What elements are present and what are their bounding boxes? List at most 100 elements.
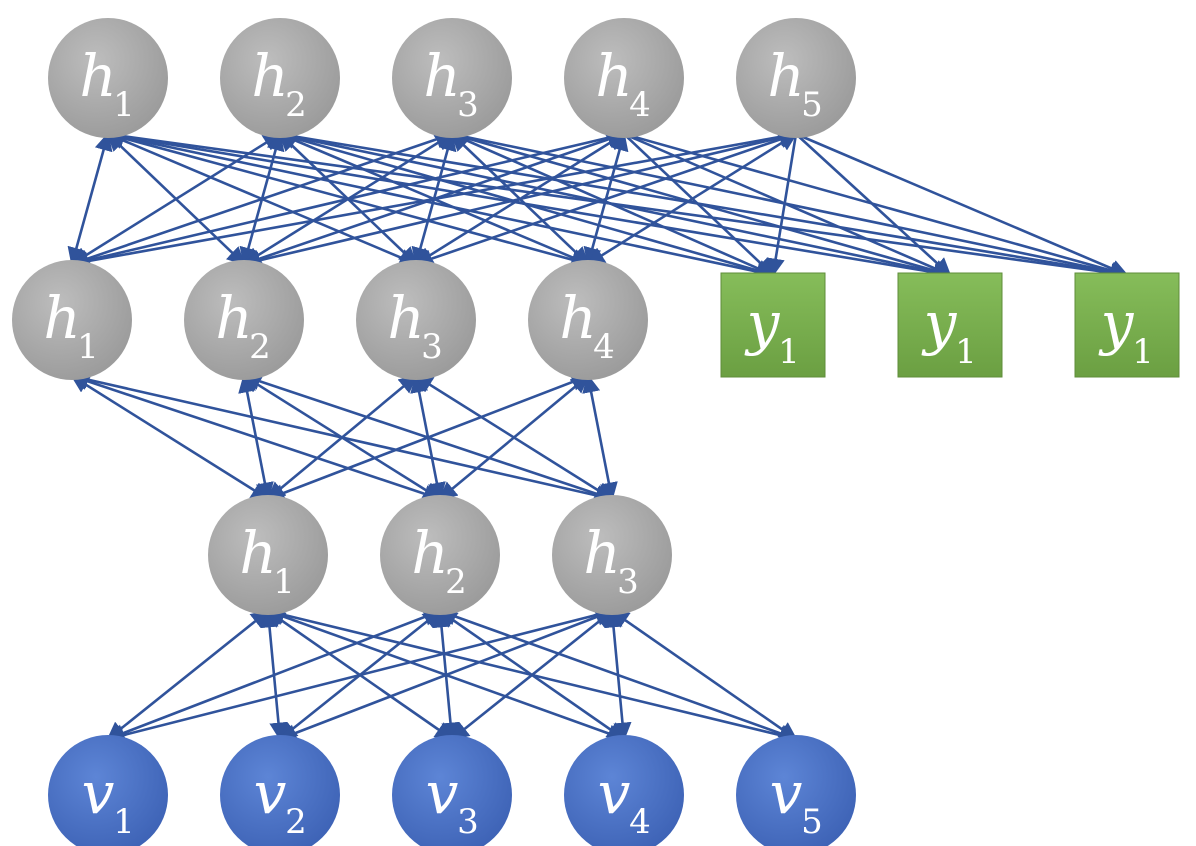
edge-h3_1-y_a xyxy=(107,132,775,281)
node-h2_2-circle xyxy=(184,260,304,380)
node-h3_3: h3 xyxy=(392,18,512,138)
node-v_3-label: v xyxy=(426,759,459,827)
edges-group xyxy=(67,127,1129,744)
node-h3_4-circle xyxy=(564,18,684,138)
node-h3_2-subscript: 2 xyxy=(285,85,307,125)
node-y_c-label: y xyxy=(1098,289,1135,357)
node-h3_4-subscript: 4 xyxy=(629,85,651,125)
node-h3_5: h5 xyxy=(736,18,856,138)
node-v_2-label: v xyxy=(254,759,287,827)
node-h1_3: h3 xyxy=(552,495,672,615)
node-h1_2-subscript: 2 xyxy=(445,562,467,602)
node-v_5-circle xyxy=(736,735,856,846)
node-h3_5-subscript: 5 xyxy=(801,85,823,125)
node-y_b-square xyxy=(897,272,1003,378)
edge-h2_1-h1_1 xyxy=(70,374,270,501)
node-v_4: v4 xyxy=(564,735,684,846)
node-h1_1-subscript: 1 xyxy=(273,562,295,602)
node-h2_2-subscript: 2 xyxy=(249,327,271,367)
edge-h3_4-y_c xyxy=(623,132,1129,280)
node-h2_1: h1 xyxy=(12,260,132,380)
node-h3_3-subscript: 3 xyxy=(457,85,479,125)
node-h1_3-subscript: 3 xyxy=(617,562,639,602)
node-h3_1-label: h xyxy=(79,42,116,110)
node-y_a: y1 xyxy=(720,272,826,378)
node-h1_2: h2 xyxy=(380,495,500,615)
node-h2_2-label: h xyxy=(215,284,252,352)
node-h3_4-label: h xyxy=(595,42,632,110)
edge-h3_3-y_a xyxy=(451,132,775,277)
node-y_c-square xyxy=(1074,272,1180,378)
node-v_2-subscript: 2 xyxy=(285,802,307,842)
edge-h1_3-v_2 xyxy=(278,608,614,742)
edge-h1_3-v_4 xyxy=(604,609,632,741)
edge-h3_5-y_a xyxy=(766,133,798,277)
node-h1_3-label: h xyxy=(583,519,620,587)
node-h1_2-circle xyxy=(380,495,500,615)
edge-h3_5-y_c xyxy=(795,132,1129,277)
node-h3_1-subscript: 1 xyxy=(113,85,135,125)
node-h1_3-circle xyxy=(552,495,672,615)
node-h1_1-circle xyxy=(208,495,328,615)
node-h3_2: h2 xyxy=(220,18,340,138)
node-h3_4: h4 xyxy=(564,18,684,138)
edge-h1_2-v_1 xyxy=(106,608,442,742)
node-y_b: y1 xyxy=(897,272,1003,378)
node-h2_1-label: h xyxy=(43,284,80,352)
node-v_5: v5 xyxy=(736,735,856,846)
node-h2_4: h4 xyxy=(528,260,648,380)
edge-h2_4-h1_2 xyxy=(438,374,590,501)
node-y_a-square xyxy=(720,272,826,378)
node-h3_5-label: h xyxy=(767,42,804,110)
node-v_2: v2 xyxy=(220,735,340,846)
node-v_4-label: v xyxy=(598,759,631,827)
node-h2_2: h2 xyxy=(184,260,304,380)
node-y_b-label: y xyxy=(921,289,958,357)
edge-h3_4-y_b xyxy=(623,132,952,277)
edge-h2_4-h1_3 xyxy=(582,374,618,501)
node-v_1: v1 xyxy=(48,735,168,846)
node-h1_1: h1 xyxy=(208,495,328,615)
node-h3_1: h1 xyxy=(48,18,168,138)
node-h3_2-label: h xyxy=(251,42,288,110)
node-h3_1-circle xyxy=(48,18,168,138)
edge-h1_3-v_5 xyxy=(610,609,798,741)
node-h1_2-label: h xyxy=(411,519,448,587)
node-v_5-subscript: 5 xyxy=(801,802,823,842)
node-y_c-subscript: 1 xyxy=(1132,332,1154,372)
node-h2_1-subscript: 1 xyxy=(77,327,99,367)
node-h2_4-subscript: 4 xyxy=(593,327,615,367)
edge-h3_4-y_a xyxy=(623,133,775,277)
node-v_5-label: v xyxy=(770,759,803,827)
node-h3_2-circle xyxy=(220,18,340,138)
node-h2_1-circle xyxy=(12,260,132,380)
node-h1_1-label: h xyxy=(239,519,276,587)
node-h2_3-label: h xyxy=(387,284,424,352)
node-v_2-circle xyxy=(220,735,340,846)
node-h2_3-circle xyxy=(356,260,476,380)
node-h3_3-circle xyxy=(392,18,512,138)
node-y_c: y1 xyxy=(1074,272,1180,378)
node-v_3: v3 xyxy=(392,735,512,846)
node-h3_5-circle xyxy=(736,18,856,138)
node-y_b-subscript: 1 xyxy=(955,332,977,372)
node-h2_4-label: h xyxy=(559,284,596,352)
node-y_a-subscript: 1 xyxy=(778,332,800,372)
edge-h3_2-y_a xyxy=(279,132,775,280)
edge-h2_3-h1_1 xyxy=(266,374,418,501)
node-h2_3: h3 xyxy=(356,260,476,380)
node-h2_4-circle xyxy=(528,260,648,380)
node-v_3-subscript: 3 xyxy=(457,802,479,842)
node-v_4-subscript: 4 xyxy=(629,802,651,842)
edge-h2_4-h1_1 xyxy=(266,373,590,502)
node-v_1-label: v xyxy=(82,759,115,827)
edge-h2_2-h1_1 xyxy=(238,374,274,501)
node-v_1-subscript: 1 xyxy=(113,802,135,842)
edge-h3_5-y_b xyxy=(795,133,952,277)
node-v_4-circle xyxy=(564,735,684,846)
node-v_1-circle xyxy=(48,735,168,846)
node-h2_3-subscript: 3 xyxy=(421,327,443,367)
